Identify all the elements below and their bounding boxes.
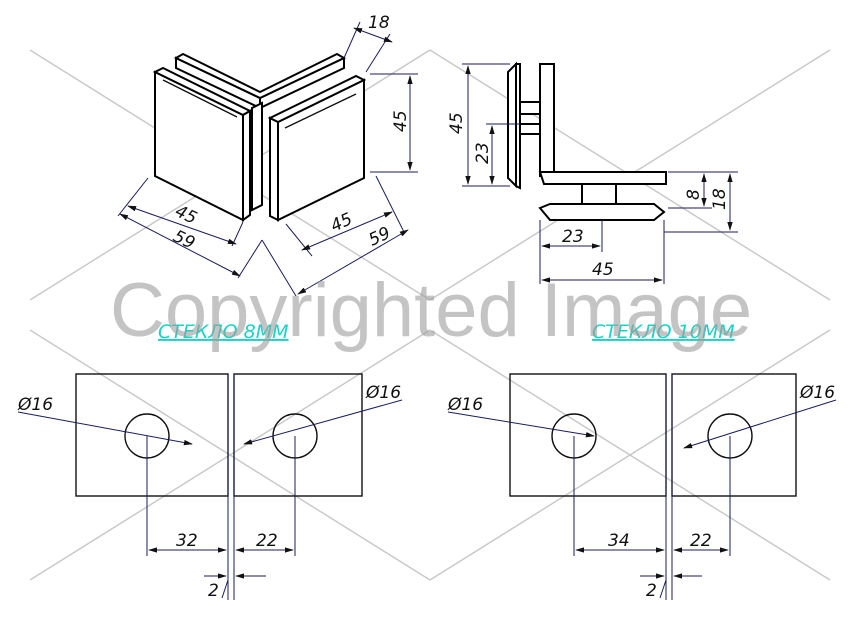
glass-10mm-hole-right: Ø16 — [799, 383, 835, 403]
iso-dim-right-outer: 59 — [366, 223, 394, 250]
glass-8mm-gap: 2 — [208, 581, 219, 601]
side-dim-base-total: 18 — [710, 188, 730, 210]
iso-dim-left-inner: 45 — [172, 201, 200, 228]
glass-8mm-title: СТЕКЛО 8ММ — [158, 321, 289, 343]
glass-8mm-view: СТЕКЛО 8ММ Ø16 Ø16 32 22 2 — [17, 321, 403, 601]
glass-10mm-view: СТЕКЛО 10ММ Ø16 Ø16 34 22 2 — [447, 321, 837, 601]
glass-10mm-right-offset: 22 — [690, 531, 712, 551]
side-view: 45 23 8 18 23 45 — [447, 61, 738, 284]
iso-dim-left-outer: 59 — [170, 226, 198, 253]
iso-dim-right-inner: 45 — [328, 209, 356, 236]
glass-10mm-title: СТЕКЛО 10ММ — [592, 321, 735, 343]
side-dim-height: 45 — [447, 112, 467, 134]
glass-8mm-right-offset: 22 — [256, 531, 278, 551]
iso-dim-height: 45 — [391, 110, 411, 132]
side-dim-mid: 23 — [473, 142, 493, 164]
glass-8mm-hole-left: Ø16 — [17, 395, 53, 415]
glass-10mm-hole-left: Ø16 — [447, 395, 483, 415]
glass-8mm-hole-right: Ø16 — [365, 383, 401, 403]
side-dim-bottom-half: 23 — [562, 227, 584, 247]
watermark-text: Copyrighted Image — [110, 268, 752, 353]
glass-10mm-left-offset: 34 — [608, 531, 630, 551]
isometric-view: 18 45 45 59 45 59 — [117, 13, 418, 297]
side-dim-base: 8 — [684, 189, 704, 200]
glass-8mm-left-offset: 32 — [176, 531, 198, 551]
side-dim-bottom-total: 45 — [592, 260, 614, 280]
iso-dim-depth: 18 — [368, 13, 390, 33]
glass-10mm-gap: 2 — [646, 581, 657, 601]
